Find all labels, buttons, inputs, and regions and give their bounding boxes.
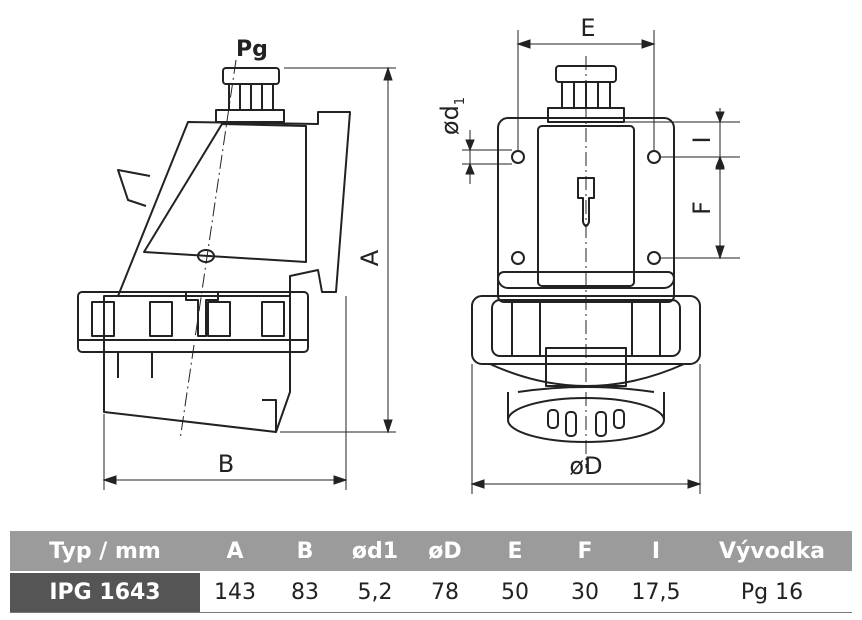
- dim-d1-main: ød: [436, 105, 464, 135]
- table-header-row: Typ / mm A B ød1 øD E F I Vývodka: [10, 531, 852, 573]
- dim-e-label: E: [580, 14, 595, 42]
- dim-f-label: F: [688, 201, 716, 215]
- side-body: [117, 111, 351, 297]
- side-bracket: [117, 169, 151, 207]
- side-cable-gland: [215, 67, 285, 123]
- side-window: [143, 123, 307, 263]
- col-header-type: Typ / mm: [10, 531, 200, 573]
- side-nozzle: [103, 295, 291, 433]
- cell-gland: Pg 16: [692, 572, 852, 613]
- dimension-lines: [102, 30, 740, 494]
- dim-d1-sub: 1: [453, 97, 468, 105]
- col-header-d: øD: [410, 531, 480, 573]
- col-header-d1: ød1: [340, 531, 410, 573]
- dim-i-label: I: [688, 136, 716, 143]
- col-header-e: E: [480, 531, 550, 573]
- cell-e: 50: [480, 572, 550, 613]
- col-header-a: A: [200, 531, 270, 573]
- cell-d: 78: [410, 572, 480, 613]
- dim-a-label: A: [356, 249, 384, 266]
- cell-type: IPG 1643: [10, 572, 200, 613]
- cell-f: 30: [550, 572, 620, 613]
- table-row: IPG 1643 143 83 5,2 78 50 30 17,5 Pg 16: [10, 572, 852, 613]
- cell-a: 143: [200, 572, 270, 613]
- col-header-b: B: [270, 531, 340, 573]
- cell-d1: 5,2: [340, 572, 410, 613]
- side-ring: [77, 291, 309, 353]
- side-view: [77, 59, 351, 441]
- spec-table: Typ / mm A B ød1 øD E F I Vývodka IPG 16…: [10, 531, 852, 613]
- col-header-f: F: [550, 531, 620, 573]
- dim-d1-label: ød1: [436, 97, 468, 135]
- technical-drawing: Pg A B E ød1 I F øD: [77, 14, 740, 494]
- dim-d-label: øD: [569, 452, 602, 480]
- col-header-i: I: [620, 531, 692, 573]
- dim-b-label: B: [218, 450, 234, 478]
- front-view: [471, 56, 701, 468]
- col-header-gland: Vývodka: [692, 531, 852, 573]
- cell-b: 83: [270, 572, 340, 613]
- cell-i: 17,5: [620, 572, 692, 613]
- pg-label: Pg: [236, 37, 268, 62]
